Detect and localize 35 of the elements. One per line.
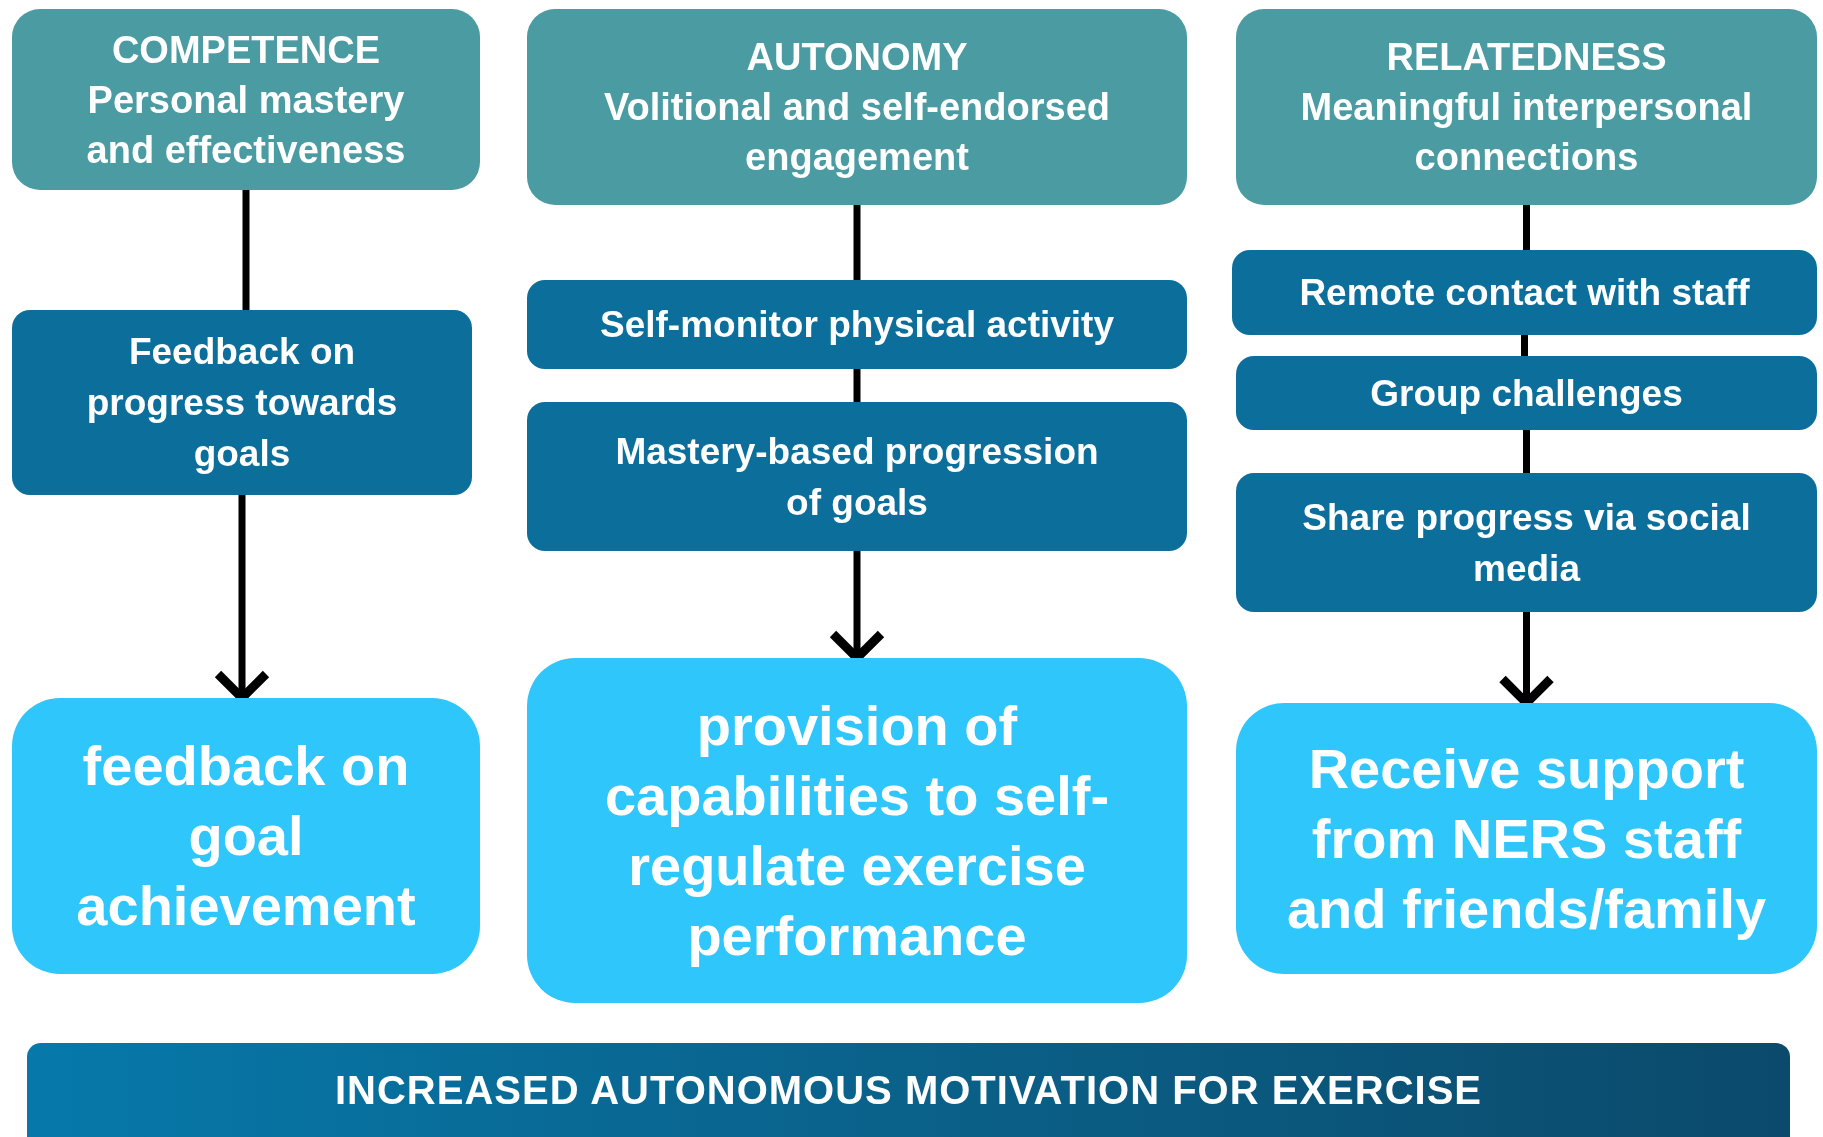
strategy-box: [1236, 473, 1817, 612]
connector-line: [1523, 430, 1530, 473]
strategy-box: [527, 402, 1187, 551]
box-text: Share progress via social media: [1301, 495, 1752, 591]
connector-line: [853, 205, 861, 280]
box-text: Group challenges: [1370, 371, 1683, 416]
need-box: [1236, 9, 1817, 205]
need-description: Meaningful interpersonal connections: [1299, 85, 1754, 180]
box-text: feedback on goal achievement: [75, 733, 417, 939]
connector-line: [1521, 335, 1528, 356]
strategy-box: [527, 280, 1187, 369]
need-box: [12, 9, 480, 190]
box-text: Self-monitor physical activity: [600, 303, 1114, 347]
need-description: Volitional and self-endorsed engagement: [603, 85, 1111, 180]
box-text: Feedback on progress towards goals: [85, 330, 399, 476]
need-heading: AUTONOMY: [746, 35, 968, 80]
outcome-box: [527, 658, 1187, 1003]
box-text: INCREASED AUTONOMOUS MOTIVATION FOR EXERCISE: [335, 1067, 1482, 1114]
box-text: Remote contact with staff: [1299, 271, 1750, 315]
need-description: Personal mastery and effectiveness: [85, 77, 407, 173]
connector-line: [1523, 205, 1530, 250]
motivation-banner: [27, 1043, 1790, 1137]
box-text: Receive support from NERS staff and friends/family: [1285, 735, 1768, 942]
need-box: [527, 9, 1187, 205]
strategy-box: [12, 310, 472, 495]
connector-line: [242, 190, 250, 310]
need-heading: COMPETENCE: [111, 27, 381, 73]
outcome-box: [1236, 703, 1817, 974]
strategy-box: [1232, 250, 1817, 335]
box-text: provision of capabilities to self-regulate exercise performance: [603, 692, 1111, 969]
box-text: Mastery-based progression of goals: [614, 429, 1100, 525]
outcome-box: [12, 698, 480, 974]
strategy-box: [1236, 356, 1817, 430]
connector-line: [853, 369, 861, 402]
need-heading: RELATEDNESS: [1386, 35, 1667, 80]
